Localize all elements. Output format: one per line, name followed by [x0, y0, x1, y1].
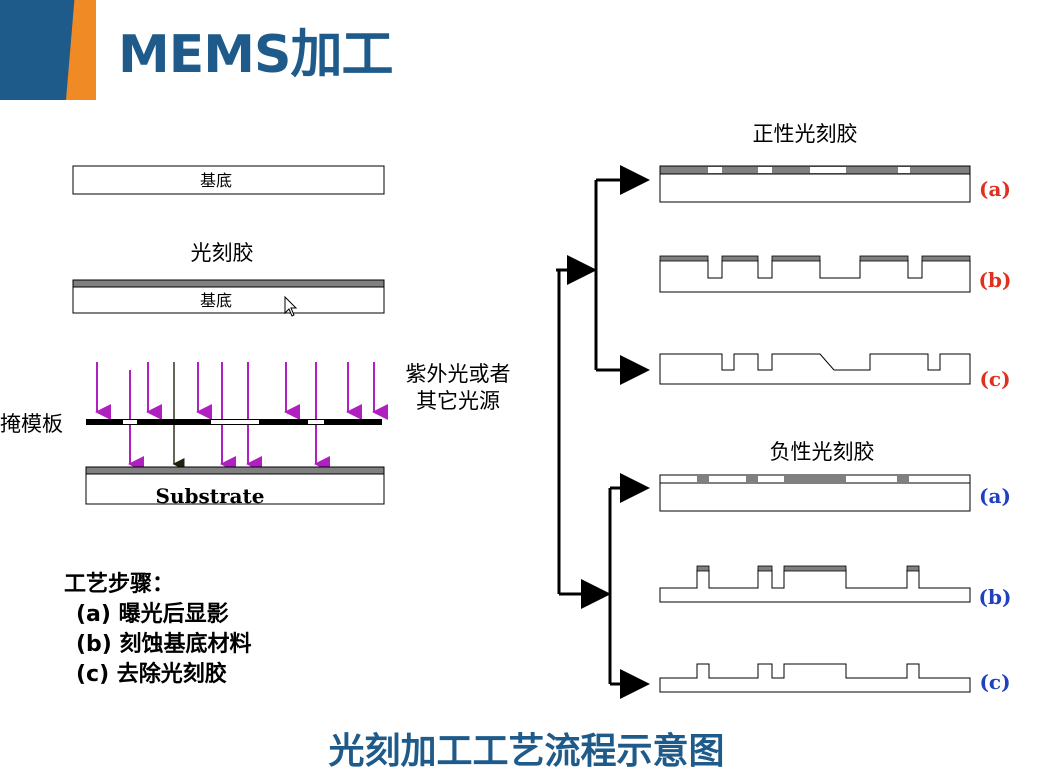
positive-step-a: [659, 165, 971, 203]
exposure-substrate: Substrate: [85, 466, 385, 508]
substrate-label-2: 基底: [200, 291, 232, 310]
slide-title: MEMS加工: [118, 25, 393, 85]
process-step-b: (b) 刻蚀基底材料: [76, 632, 252, 657]
negative-step-b: [659, 565, 971, 603]
photoresist-label: 光刻胶: [191, 241, 254, 265]
positive-label-c: (c): [979, 367, 1010, 391]
positive-label-b: (b): [979, 268, 1012, 292]
negative-step-a: [659, 474, 971, 512]
process-steps: 工艺步骤： (a) 曝光后显影 (b) 刻蚀基底材料 (c) 去除光刻胶: [64, 570, 252, 690]
substrate-label-1: 基底: [200, 171, 232, 190]
substrate-en-label: Substrate: [156, 484, 265, 508]
negative-label-a: (a): [979, 484, 1011, 508]
flow-connectors: [557, 165, 650, 699]
negative-label-b: (b): [979, 585, 1012, 609]
mouse-cursor-icon: [284, 295, 298, 317]
photomask: [86, 419, 382, 425]
resist-substrate-stack: 基底: [72, 279, 385, 314]
negative-step-c: [659, 663, 971, 693]
light-source-label-2: 其它光源: [416, 389, 500, 413]
process-step-c: (c) 去除光刻胶: [76, 662, 227, 687]
mask-label: 掩模板: [0, 412, 63, 436]
process-step-a: (a) 曝光后显影: [76, 602, 229, 627]
light-source-label-1: 紫外光或者: [406, 362, 511, 386]
negative-resist-title: 负性光刻胶: [770, 440, 875, 464]
positive-step-b: [659, 255, 971, 293]
positive-step-c: [659, 353, 971, 385]
substrate-box-1: 基底: [72, 165, 385, 195]
positive-label-a: (a): [979, 177, 1011, 201]
positive-resist-title: 正性光刻胶: [753, 122, 858, 146]
uv-light-arrows: [95, 362, 388, 472]
process-steps-heading: 工艺步骤：: [64, 572, 175, 597]
title-accent-bar: [0, 0, 78, 100]
figure-caption: 光刻加工工艺流程示意图: [328, 731, 725, 772]
negative-label-c: (c): [979, 670, 1010, 694]
